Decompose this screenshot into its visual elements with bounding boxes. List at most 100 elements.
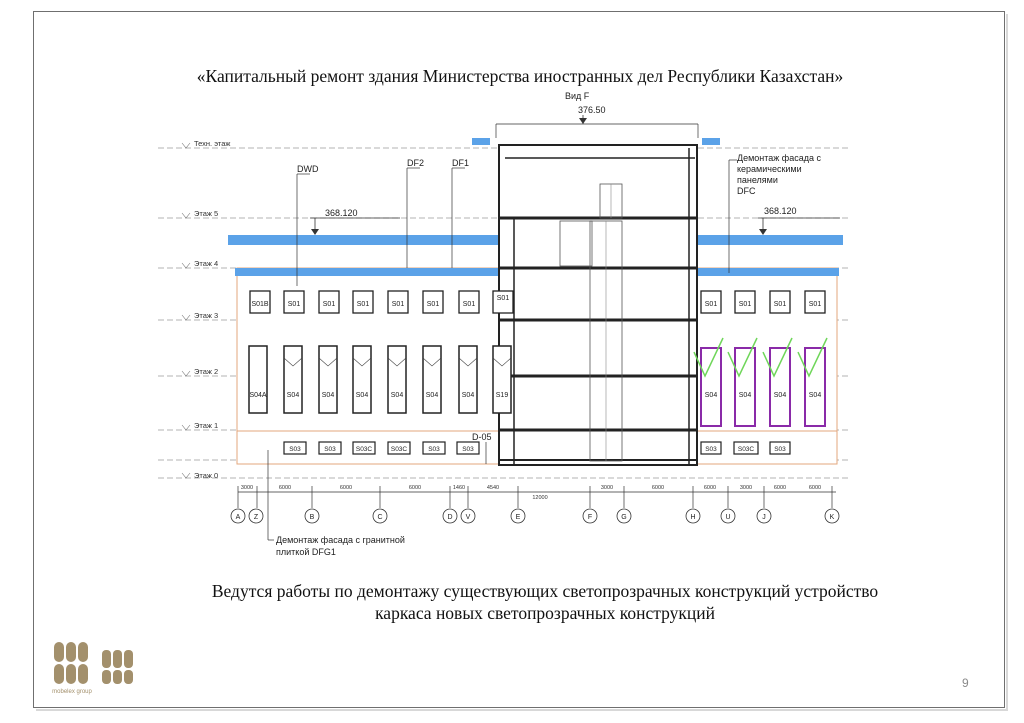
window-tag: S03	[324, 446, 336, 453]
window-tag: S03C	[356, 446, 373, 453]
level-markers	[181, 142, 191, 479]
dimension-value: 3000	[241, 485, 253, 491]
dimension-value: 12000	[532, 495, 547, 501]
callout-dfc-line: Демонтаж фасада с	[737, 153, 821, 163]
callout-d05: D-05	[472, 432, 492, 442]
dimension-value: 3000	[601, 485, 613, 491]
axis-bubbles	[230, 508, 840, 524]
left-lower-cornice	[235, 268, 503, 276]
window-tag: S01	[705, 301, 718, 308]
callout-dfc-line: DFC	[737, 186, 756, 196]
dimension-value: 1460	[453, 485, 465, 491]
windows-row3-right	[700, 290, 826, 314]
window-tag: S03	[428, 446, 440, 453]
window-tag: S01	[809, 301, 822, 308]
axis-label: E	[516, 514, 521, 521]
window-tag: S04	[739, 392, 752, 399]
window-tag: S03	[705, 446, 717, 453]
level-label: Этаж 4	[194, 259, 218, 268]
level-label: Этаж 2	[194, 367, 218, 376]
right-upper-cornice	[693, 235, 843, 245]
top-dimension: Вид F 376.50	[495, 91, 699, 138]
callout-dfg-line: Демонтаж фасада с гранитной	[276, 535, 405, 545]
level-label: Этаж 5	[194, 209, 218, 218]
axis-label: U	[725, 514, 730, 521]
axis-label: H	[690, 514, 695, 521]
tags-row2-left: S04A S04 S04 S04 S04 S04 S04 S19	[249, 392, 508, 399]
window-tag: S01	[774, 301, 787, 308]
callout-dfc-line: керамическими	[737, 164, 802, 174]
window-tag: S03	[774, 446, 786, 453]
callout-leaders	[267, 159, 737, 541]
window-tag: S04	[426, 392, 439, 399]
window-tag: S03C	[738, 446, 755, 453]
window-tag: S04	[462, 392, 475, 399]
dimension-chain: 3000 6000 6000 6000 1460 4540 12000 3000…	[237, 485, 836, 508]
central-tower	[498, 144, 698, 466]
callout-df1: DF1	[452, 158, 469, 168]
window-tag: S03	[289, 446, 301, 453]
logo-text: mobelex group	[52, 689, 92, 695]
axis-label: Z	[254, 514, 259, 521]
axis-label: A	[236, 514, 241, 521]
level-labels: Техн. этаж Этаж 5 Этаж 4 Этаж 3 Этаж 2 Э…	[194, 139, 230, 480]
window-tag: S01B	[251, 301, 268, 308]
dimension-value: 6000	[704, 485, 716, 491]
callout-dwd: DWD	[297, 164, 319, 174]
dimension-value: 6000	[774, 485, 786, 491]
windows-row0-left	[283, 441, 480, 455]
right-elevation: 368.120	[764, 206, 797, 216]
top-elevation: 376.50	[578, 105, 606, 115]
axis-label: V	[466, 514, 471, 521]
window-tag: S01	[739, 301, 752, 308]
window-tag: S01	[392, 301, 405, 308]
axis-labels: A Z B C D V E F G H U J K	[236, 514, 835, 521]
axis-label: G	[621, 514, 626, 521]
caption-line: Ведутся работы по демонтажу существующих…	[211, 581, 879, 601]
tags-row2-right: S04 S04 S04 S04	[705, 392, 822, 399]
axis-label: C	[377, 514, 382, 521]
dimension-value: 6000	[409, 485, 421, 491]
dimension-value: 6000	[279, 485, 291, 491]
windows-row0-right	[700, 441, 791, 455]
page-shadow	[36, 14, 1008, 711]
window-tag: S01	[323, 301, 336, 308]
windows-row2-right	[700, 347, 826, 427]
dimension-value: 4540	[487, 485, 499, 491]
company-logo: mobelex group	[52, 642, 133, 695]
left-top-cornice	[472, 138, 490, 145]
window-mullions-left	[283, 357, 512, 367]
right-top-cornice	[702, 138, 720, 145]
window-tag: S01	[357, 301, 370, 308]
dimension-value: 6000	[809, 485, 821, 491]
callout-dfg-line: плиткой DFG1	[276, 547, 336, 557]
left-upper-cornice	[228, 235, 502, 245]
level-label: Техн. этаж	[194, 139, 230, 148]
tags-row3-left: S01B S01 S01 S01 S01 S01 S01 S01	[251, 295, 509, 308]
dimension-value: 3000	[740, 485, 752, 491]
dimension-value: 6000	[652, 485, 664, 491]
window-tag: S04	[705, 392, 718, 399]
demolition-checkmarks	[693, 337, 828, 378]
tags-row3-right: S01 S01 S01 S01	[705, 301, 822, 308]
axis-label: D	[447, 514, 452, 521]
axis-label: B	[310, 514, 315, 521]
window-tag: S19	[496, 392, 509, 399]
windows-row2-left	[248, 345, 512, 414]
right-lower-cornice	[693, 268, 839, 276]
window-tag: S03C	[391, 446, 408, 453]
caption: Ведутся работы по демонтажу существующих…	[120, 580, 970, 624]
window-tag: S04	[809, 392, 822, 399]
level-label: Этаж 3	[194, 311, 218, 320]
caption-line: каркаса новых светопрозрачных конструкци…	[375, 603, 715, 623]
callout-dfc-line: панелями	[737, 175, 778, 185]
level-label: Этаж 1	[194, 421, 218, 430]
window-tag: S04	[774, 392, 787, 399]
facade-drawing: Техн. этаж Этаж 5 Этаж 4 Этаж 3 Этаж 2 Э…	[158, 91, 850, 557]
window-tag: S04	[356, 392, 369, 399]
window-tag: S01	[427, 301, 440, 308]
window-tag: S04	[287, 392, 300, 399]
left-elevation: 368.120	[325, 208, 358, 218]
tags-row0-left: S03 S03 S03C S03C S03 S03	[289, 446, 474, 453]
axis-label: F	[588, 514, 592, 521]
